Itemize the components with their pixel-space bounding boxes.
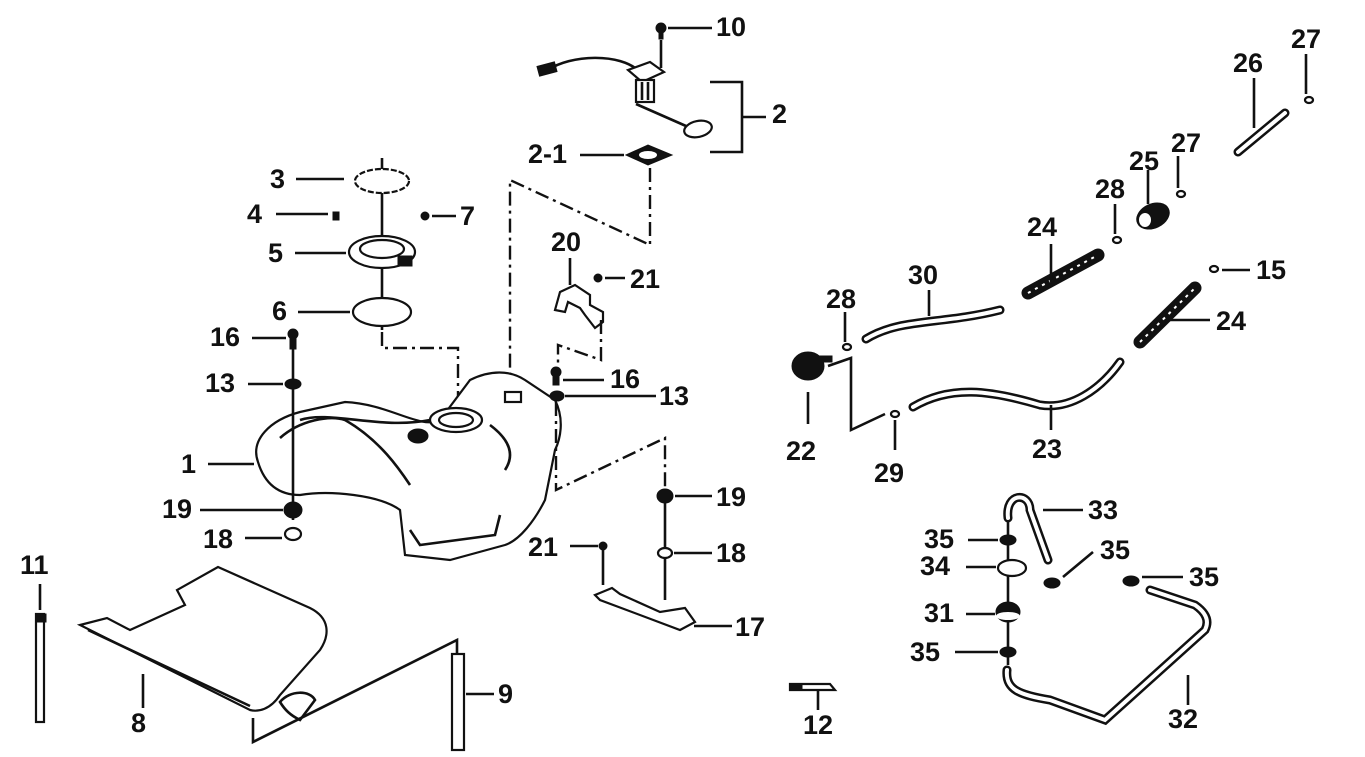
fuel-tank-part <box>255 371 562 562</box>
fuel-hose-33-part <box>1005 495 1050 562</box>
clamp-29-part <box>889 409 901 419</box>
bolt-16a-part <box>287 328 299 350</box>
callout-34: 34 <box>920 551 951 581</box>
callout-35c: 35 <box>1189 562 1220 592</box>
bolt-10-part <box>655 22 667 68</box>
callout-16b: 16 <box>610 364 641 394</box>
callout-15: 15 <box>1256 255 1287 285</box>
bolt-16b-part <box>550 366 562 386</box>
bracket-20-part <box>553 283 605 330</box>
dash-bracket-path <box>556 320 603 372</box>
collar-18a-part <box>283 526 303 542</box>
callout-18b: 18 <box>716 538 747 568</box>
callout-8: 8 <box>131 708 147 738</box>
callout-5: 5 <box>268 238 284 268</box>
fuel-hose-32-part <box>1004 588 1209 723</box>
fuel-pump-sender-part <box>536 56 713 139</box>
cable-tie-11-part <box>34 612 46 724</box>
callout-27b: 27 <box>1171 128 1202 158</box>
rubber-mount-19b-part <box>656 488 674 504</box>
callout-24a: 24 <box>1027 212 1058 242</box>
callout-23: 23 <box>1032 434 1063 464</box>
callout-2-1: 2-1 <box>528 139 568 169</box>
callout-19b: 19 <box>716 482 747 512</box>
callout-13a: 13 <box>205 368 236 398</box>
callout-21a: 21 <box>630 264 661 294</box>
callout-7: 7 <box>460 201 476 231</box>
rubber-mount-19a-part <box>283 501 303 519</box>
lock-ring-part <box>353 167 411 195</box>
valve-22-part <box>791 351 833 381</box>
callout-26: 26 <box>1233 48 1264 78</box>
callout-33: 33 <box>1088 495 1119 525</box>
callout-25: 25 <box>1129 146 1160 176</box>
pipe-9-part <box>450 652 466 752</box>
holder-34-part <box>996 558 1028 578</box>
callout-35b: 35 <box>1100 535 1131 565</box>
callout-30: 30 <box>908 260 939 290</box>
hose-23-part <box>911 360 1122 409</box>
callout-22: 22 <box>786 436 817 466</box>
callout-10: 10 <box>716 12 747 42</box>
washer-13a-part <box>284 378 302 390</box>
collar-18b-part <box>656 546 674 560</box>
clamp-28b-part <box>841 342 853 352</box>
callout-6: 6 <box>272 296 288 326</box>
leader-22-29-path <box>827 356 886 433</box>
callout-21b: 21 <box>528 532 559 562</box>
callout-2: 2 <box>772 99 788 129</box>
clamp-35b-part <box>1043 577 1061 589</box>
clamp-35c-part <box>1122 575 1140 587</box>
clamp-28a-part <box>1111 235 1123 245</box>
callout-3: 3 <box>270 164 286 194</box>
clip-15-part <box>1208 264 1220 274</box>
fuel-filter-31-part <box>995 601 1021 623</box>
callout-17: 17 <box>735 612 766 642</box>
clamp-27a-part <box>1303 95 1315 105</box>
mounting-bracket-17-part <box>593 586 697 632</box>
callout-19a: 19 <box>162 494 193 524</box>
filler-gasket-part <box>351 296 413 328</box>
hose-30-part <box>864 308 1002 341</box>
corrugated-hose-24b-part <box>1139 287 1196 343</box>
callout-20: 20 <box>551 227 582 257</box>
bracket-2 <box>710 80 766 154</box>
callout-35d: 35 <box>910 637 941 667</box>
bolt-21a-part <box>593 273 603 283</box>
callout-29: 29 <box>874 458 905 488</box>
bolt-21b-part <box>598 541 608 551</box>
dash-filler-path <box>380 332 460 420</box>
callout-13b: 13 <box>659 381 690 411</box>
leader-35b <box>1062 551 1094 578</box>
callout-27a: 27 <box>1291 24 1322 54</box>
washer-13b-part <box>549 390 565 402</box>
tank-tray-part <box>76 565 328 712</box>
callout-16a: 16 <box>210 322 241 352</box>
callout-28b: 28 <box>826 284 857 314</box>
filler-neck-ring-part <box>347 234 417 270</box>
callout-28a: 28 <box>1095 174 1126 204</box>
dash-pump-path <box>508 168 652 400</box>
callout-18a: 18 <box>203 524 234 554</box>
callout-9: 9 <box>498 679 514 709</box>
callout-1: 1 <box>181 449 197 479</box>
callout-24b: 24 <box>1216 306 1247 336</box>
clamp-27b-part <box>1175 189 1187 199</box>
callout-11: 11 <box>20 550 49 580</box>
dash-mount-path <box>554 402 667 492</box>
callout-4: 4 <box>247 199 263 229</box>
callout-35a: 35 <box>924 524 955 554</box>
hose-26-part <box>1236 111 1287 154</box>
screw-7-part <box>420 211 430 221</box>
corrugated-hose-24a-part <box>1027 254 1099 294</box>
clamp-35a-part <box>999 534 1017 546</box>
filter-25-part <box>1136 202 1170 230</box>
callout-32: 32 <box>1168 704 1199 734</box>
screw-4-part <box>332 211 340 221</box>
callout-12: 12 <box>803 710 834 740</box>
clamp-35d-part <box>999 646 1017 658</box>
leader-9-path <box>251 637 459 745</box>
callout-31: 31 <box>924 598 955 628</box>
